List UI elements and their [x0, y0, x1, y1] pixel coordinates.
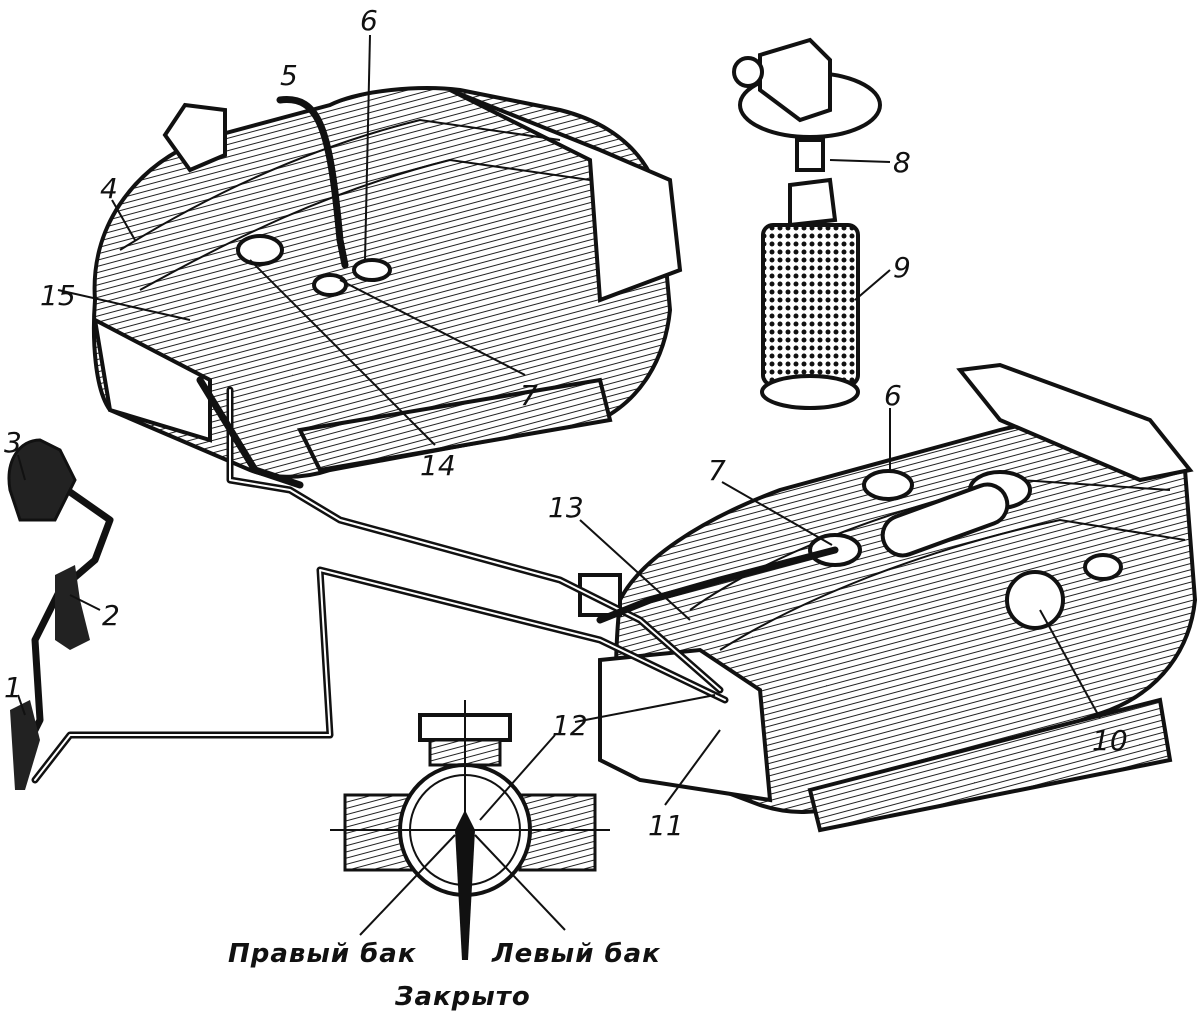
filler-cap	[1005, 570, 1065, 630]
upper-fuel-tank	[91, 86, 683, 479]
fuel-tap-1	[10, 700, 40, 790]
callout-2: 2	[102, 599, 120, 632]
fuel-filter-2	[55, 565, 90, 650]
callout-13: 13	[548, 491, 584, 524]
callout-5: 5	[280, 59, 298, 92]
callout-3: 3	[4, 426, 22, 459]
callout-10: 10	[1092, 724, 1128, 757]
filler-neck	[162, 102, 227, 173]
callout-7-lower: 7	[708, 454, 726, 487]
caption-right-tank: Правый бак	[228, 939, 417, 969]
callout-14: 14	[420, 449, 456, 482]
callout-11: 11	[648, 809, 684, 842]
callout-6-upper: 6	[360, 4, 378, 37]
callout-6-lower: 6	[884, 379, 902, 412]
lower-fuel-tank	[578, 362, 1198, 833]
fuel-filter	[732, 37, 882, 410]
callout-12: 12	[552, 709, 588, 742]
valve-detail	[330, 700, 610, 960]
filter-mesh	[761, 223, 860, 387]
fuel-gauge-sensor	[236, 234, 284, 266]
callout-1: 1	[4, 671, 22, 704]
caption-closed: Закрыто	[394, 982, 531, 1012]
valve-handle	[455, 810, 475, 960]
fuel-pump-3	[7, 438, 77, 522]
leader-lines	[17, 34, 1101, 821]
filter-tube	[795, 138, 825, 172]
callout-8: 8	[893, 146, 911, 179]
callout-4: 4	[100, 172, 118, 205]
callout-7-upper: 7	[520, 379, 538, 412]
callout-15: 15	[40, 279, 76, 312]
fuel-lines	[26, 96, 839, 784]
caption-left-tank: Левый бак	[491, 939, 661, 969]
drain-plug	[352, 258, 392, 282]
callout-9: 9	[893, 251, 911, 284]
